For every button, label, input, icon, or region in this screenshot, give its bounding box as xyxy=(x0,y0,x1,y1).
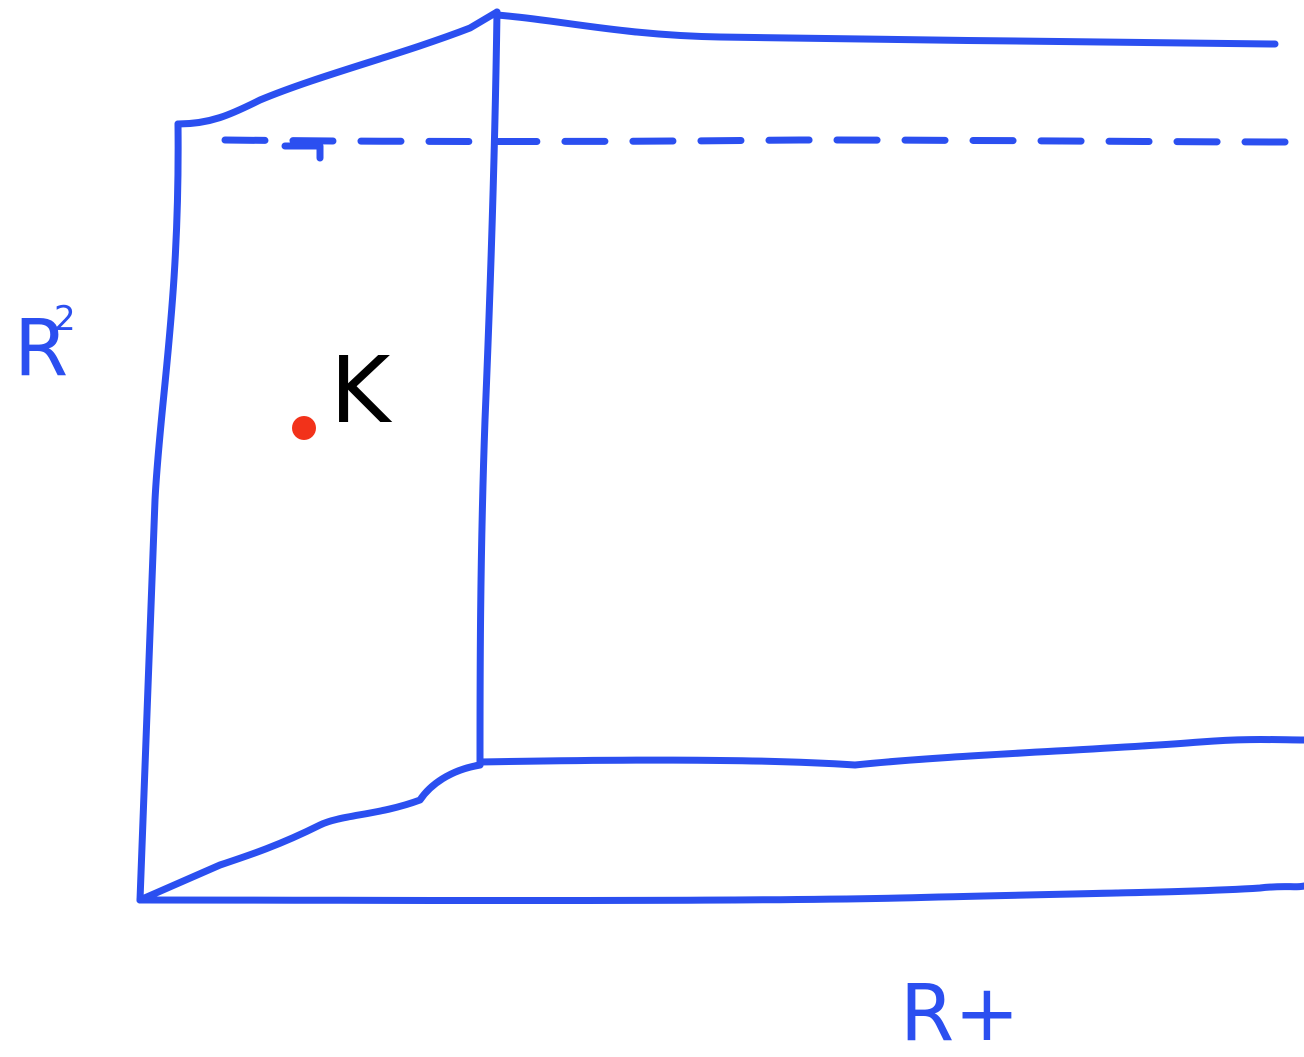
vertical-axis-superscript: 2 xyxy=(54,299,76,339)
front-face-bottom-edge xyxy=(136,761,484,904)
front-face-left-edge xyxy=(136,120,182,904)
point-k-dot xyxy=(292,416,316,440)
dashed-hidden-edge xyxy=(221,136,1304,146)
bottom-long-edge xyxy=(136,882,1304,904)
front-face-right-edge xyxy=(476,8,501,769)
middle-long-edge xyxy=(476,736,1304,769)
right-angle-mark xyxy=(281,142,324,162)
horizontal-axis-label: R+ xyxy=(900,969,1020,1057)
point-k-label: K xyxy=(330,337,393,444)
vertical-axis-label: R xyxy=(14,304,68,394)
front-face-top-edge xyxy=(174,8,501,128)
top-long-edge xyxy=(493,11,1279,48)
